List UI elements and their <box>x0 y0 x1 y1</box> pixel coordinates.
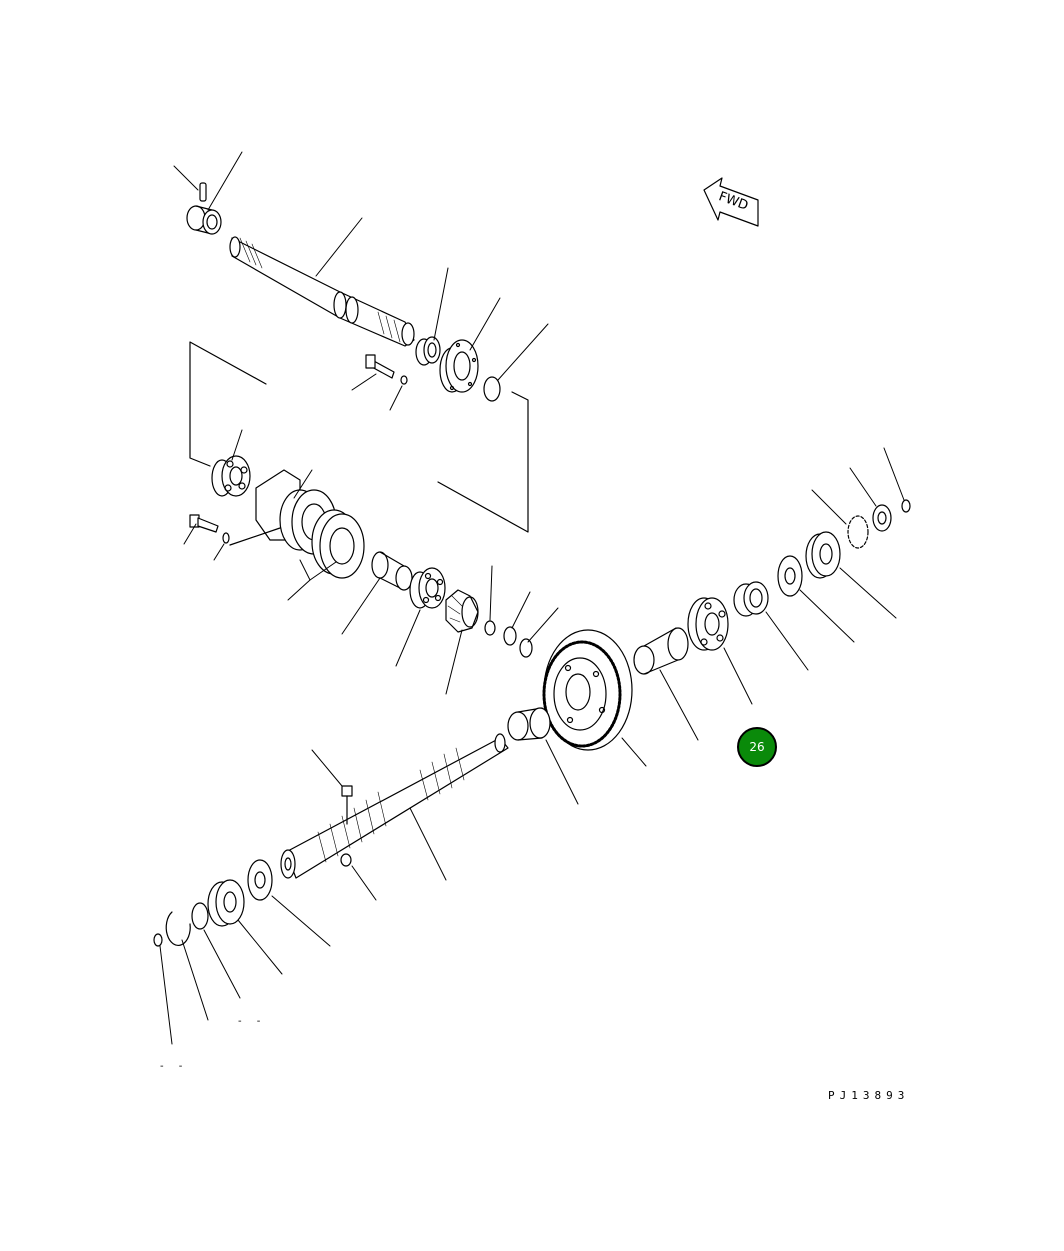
o-ring-bottom <box>191 902 209 930</box>
thrust-washer <box>777 555 803 597</box>
lock-nut <box>872 504 892 532</box>
fwd-arrow-icon: FWD <box>703 177 759 227</box>
small-nut <box>901 499 911 513</box>
nut <box>519 638 533 658</box>
roller-bearing-mid <box>409 567 446 609</box>
output-shaft-group <box>153 733 509 947</box>
bolt <box>365 354 395 379</box>
output-shaft <box>280 733 509 879</box>
group-bracket <box>189 341 529 533</box>
needle-bearing <box>733 581 769 617</box>
input-shaft-group <box>186 182 501 402</box>
shim-plates <box>311 509 365 579</box>
collar-gear <box>507 707 551 741</box>
roller-bearing-left <box>211 455 251 497</box>
shaft-bearing <box>415 336 441 366</box>
leader-lines <box>159 151 905 1045</box>
input-shaft <box>229 236 415 347</box>
bevel-pinion-group <box>189 455 533 658</box>
bearing-cage-housing <box>439 339 479 393</box>
bevel-pinion <box>445 589 479 633</box>
callout-hotspot-26[interactable]: 26 <box>737 727 777 767</box>
bevel-gear <box>542 629 633 751</box>
lock-washer <box>503 626 517 646</box>
snap-ring <box>165 911 191 946</box>
washer <box>400 375 408 385</box>
pin <box>199 182 207 202</box>
collar <box>186 205 222 235</box>
label-marks-1: - - <box>238 1016 267 1027</box>
label-marks-2: - - <box>160 1061 189 1072</box>
roller-bearing-right <box>687 597 729 651</box>
o-ring <box>483 376 501 402</box>
bevel-gear-group <box>507 499 911 751</box>
washer-small <box>484 620 496 636</box>
thrust-washer-bottom <box>247 859 273 901</box>
spacer <box>371 551 413 591</box>
drawing-code: PJ13893 <box>828 1089 910 1102</box>
bearing-far-right <box>805 531 841 579</box>
plug <box>340 853 352 867</box>
callout-number: 26 <box>749 740 765 754</box>
sleeve <box>633 627 689 675</box>
grease-fitting <box>341 785 353 825</box>
roller-bearing-bottom <box>207 879 245 927</box>
lock-plate <box>847 515 869 549</box>
small-washer-bottom <box>153 933 163 947</box>
